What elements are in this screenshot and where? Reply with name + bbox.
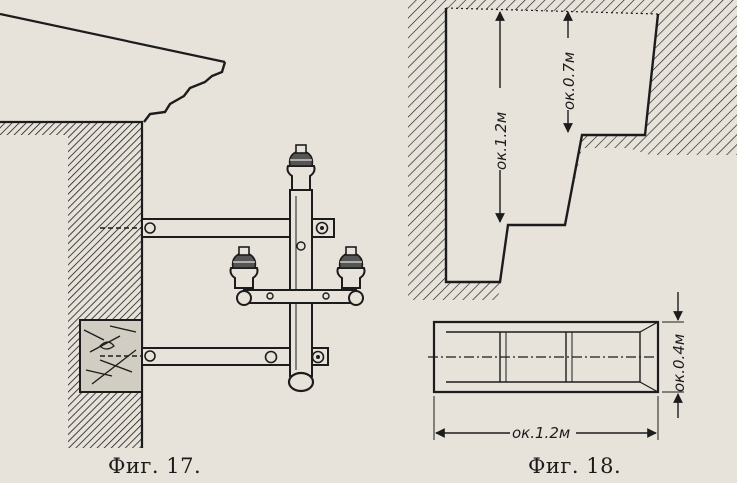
- depth-upper-label: ок.0.7м: [560, 52, 578, 110]
- figure-17: [0, 12, 366, 448]
- figure-18: ок.1.2м ок.0.7м ок.0.4м ок.1.2м: [408, 0, 737, 442]
- trench-plan-view: [428, 320, 662, 394]
- lower-bracket: [100, 347, 329, 366]
- trench-outline: [444, 8, 660, 284]
- insulator-right: [336, 246, 366, 289]
- insulator-left: [229, 246, 259, 289]
- roof-line: [0, 12, 226, 64]
- wall-section: [0, 122, 142, 448]
- width-label: ок.0.4м: [670, 334, 688, 392]
- depth-main-label: ок.1.2м: [492, 112, 510, 170]
- upper-bracket: [100, 218, 335, 238]
- figure-17-caption: Фиг. 17.: [108, 454, 202, 478]
- ground-hatching: [408, 0, 737, 300]
- crossbar: [236, 289, 364, 306]
- insulator-top: [286, 144, 316, 191]
- length-label: ок.1.2м: [512, 424, 570, 442]
- cornice-profile: [143, 61, 227, 123]
- figure-18-caption: Фиг. 18.: [528, 454, 622, 478]
